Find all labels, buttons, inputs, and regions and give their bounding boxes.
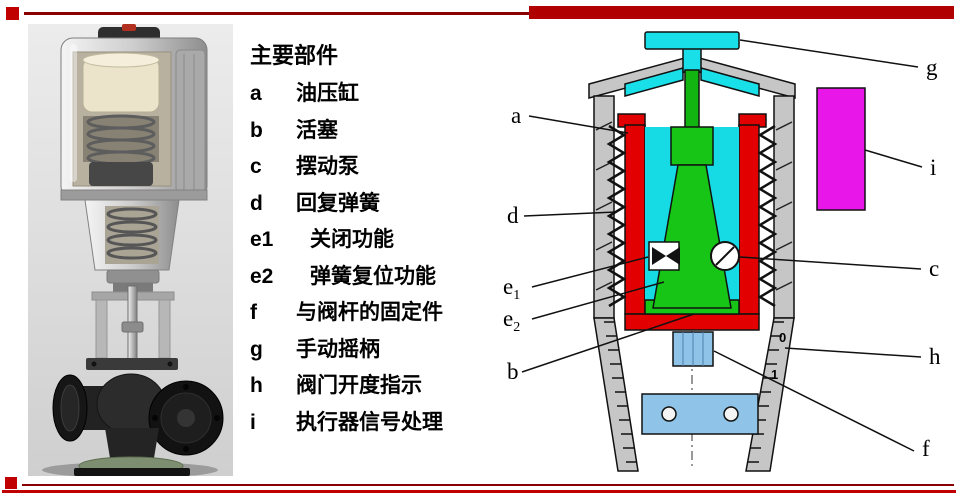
legend-item-e2: e2 弹簧复位功能 (250, 259, 498, 296)
legend-key: a (250, 82, 262, 105)
manual-handle (624, 31, 760, 97)
diagram-label-f: f (922, 436, 930, 461)
label-e1-subscript: 1 (513, 288, 520, 303)
legend-item-d: d 回复弹簧 (250, 186, 498, 223)
return-spring-right (757, 124, 778, 308)
top-accent-bar (529, 6, 954, 19)
hydraulic-cylinder (617, 113, 767, 331)
legend-key: b (250, 118, 263, 142)
legend-item-e1: e1 关闭功能 (250, 222, 498, 259)
oscillating-pump-symbol (710, 241, 740, 271)
top-rule-line (24, 12, 954, 15)
legend-label: 阀门开度指示 (296, 374, 422, 397)
actuator-diagram-svg: 0 1 (503, 31, 941, 472)
wall-hatch-left (595, 121, 613, 291)
legend-label: 活塞 (296, 118, 338, 142)
diagram-label-b: b (507, 359, 519, 384)
legend-key: h (250, 374, 263, 397)
stem-fixing-piece (672, 331, 714, 367)
label-e2-subscript: 2 (513, 320, 520, 335)
legend-label: 油压缸 (296, 82, 359, 105)
legend-item-b: b 活塞 (250, 113, 498, 150)
valve-flange-plate (86, 358, 178, 370)
shutoff-valve-symbol (648, 241, 680, 271)
legend-label: 手动摇柄 (296, 337, 380, 361)
bottom-accent-line (2, 490, 956, 493)
motor-block (89, 162, 153, 186)
diagram-label-a: a (511, 103, 521, 128)
legend-key: i (250, 410, 256, 434)
signal-processor-box (816, 87, 866, 211)
diagram-label-e2: e2 (503, 306, 520, 335)
legend-item-g: g 手动摇柄 (250, 332, 498, 369)
top-left-accent-square (6, 7, 19, 20)
legend-label: 摆动泵 (296, 155, 359, 178)
actuator-side-panel (175, 49, 206, 193)
scale-mark-0: 0 (779, 330, 786, 345)
label-pointer-lines (521, 39, 923, 452)
return-spring-left (606, 124, 627, 308)
label-e2-base: e (503, 306, 513, 331)
legend-key: e1 (250, 228, 274, 251)
diagram-part-labels: a d e1 e2 b g i c h f (503, 55, 941, 461)
diagram-label-c: c (929, 256, 939, 281)
legend-label: 与阀杆的固定件 (296, 301, 443, 324)
legend-item-f: f 与阀杆的固定件 (250, 295, 498, 332)
diagram-label-d: d (507, 203, 519, 228)
scale-mark-1: 1 (771, 367, 778, 382)
wall-hatch-right (775, 121, 793, 291)
legend-key: c (250, 155, 262, 178)
legend-title: 主要部件 (250, 43, 339, 68)
legend-item-a: a 油压缸 (250, 76, 498, 113)
component-legend: 主要部件 a 油压缸 b 活塞 c 摆动泵 d 回复弹簧 e1 关闭功能 e2 … (250, 36, 498, 441)
diagram-label-e1: e1 (503, 274, 520, 303)
bottom-left-accent-square (5, 477, 17, 489)
legend-label: 关闭功能 (310, 228, 394, 251)
label-e1-base: e (503, 274, 513, 299)
actuator-product-photo (28, 24, 233, 478)
legend-item-i: i 执行器信号处理 (250, 405, 498, 442)
diagram-label-h: h (929, 344, 941, 369)
neck-spring-coils (106, 207, 158, 260)
legend-key: f (250, 301, 257, 324)
legend-label: 弹簧复位功能 (310, 264, 436, 288)
legend-key: d (250, 191, 263, 215)
legend-key: e2 (250, 264, 274, 288)
legend-label: 执行器信号处理 (296, 410, 443, 434)
actuator-cross-section-diagram: 0 1 (497, 26, 955, 476)
bottom-rule-line (22, 484, 954, 486)
legend-key: g (250, 337, 263, 361)
actuator-photo-drawing (42, 24, 224, 478)
diagram-label-i: i (930, 155, 936, 180)
mount-crossbar (641, 393, 759, 435)
legend-item-h: h 阀门开度指示 (250, 368, 498, 405)
valve-base (74, 468, 190, 476)
yoke-left (95, 299, 108, 359)
legend-label: 回复弹簧 (296, 191, 380, 215)
legend-item-c: c 摆动泵 (250, 149, 498, 186)
piston-assembly (644, 69, 740, 315)
diagram-label-g: g (926, 55, 938, 80)
actuator-photo-svg (28, 24, 233, 478)
yoke-right (158, 299, 171, 359)
